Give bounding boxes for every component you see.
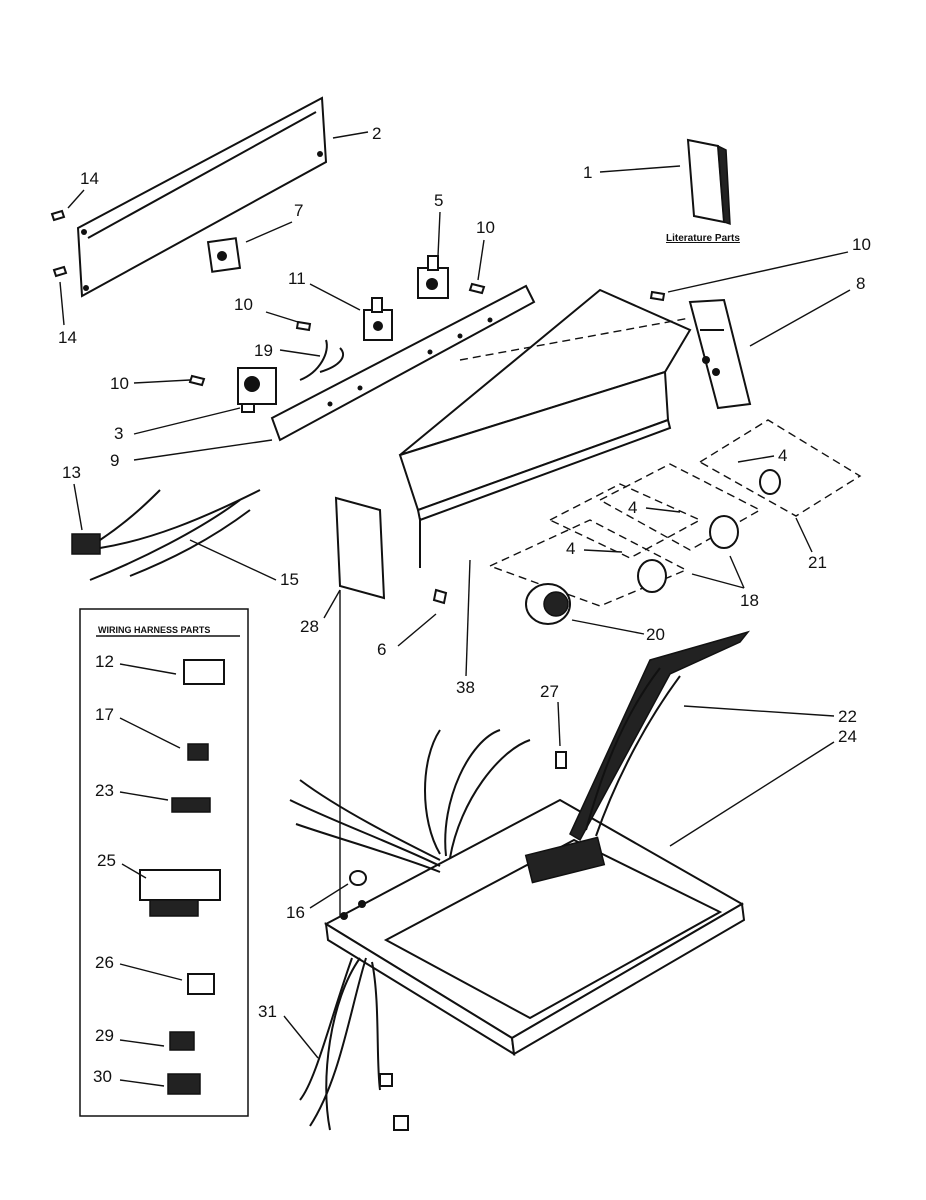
callout-14-bottom: 14 — [58, 328, 77, 347]
callout-30: 30 — [93, 1067, 112, 1086]
dashed-outlines — [488, 419, 862, 607]
screw-part-14 — [50, 209, 68, 278]
literature-part — [686, 138, 731, 226]
callout-26: 26 — [95, 953, 114, 972]
callout-1: 1 — [583, 163, 592, 182]
callout-25: 25 — [97, 851, 116, 870]
callout-3: 3 — [114, 424, 123, 443]
wiring-harness-box — [79, 608, 249, 1117]
top-panel-base — [323, 798, 746, 1056]
callout-24: 24 — [838, 727, 857, 746]
callout-8: 8 — [856, 274, 865, 293]
timer-part-3 — [237, 367, 277, 413]
literature-caption: Literature Parts — [666, 233, 740, 244]
harness-part-31 — [299, 957, 409, 1131]
callout-10-d: 10 — [110, 374, 129, 393]
grommet-part-16 — [349, 870, 367, 886]
rear-panel-part — [76, 96, 328, 298]
callout-4-c: 4 — [566, 539, 575, 558]
callout-2: 2 — [372, 124, 381, 143]
control-panel-plate — [270, 284, 536, 442]
callout-31: 31 — [258, 1002, 277, 1021]
end-cap-part-28 — [334, 496, 386, 600]
callout-22: 22 — [838, 707, 857, 726]
callout-4-a: 4 — [778, 446, 787, 465]
wiring-connector-parts — [139, 659, 225, 1095]
callout-38: 38 — [456, 678, 475, 697]
callout-11: 11 — [288, 269, 306, 288]
screw-part-27 — [555, 751, 567, 769]
harness-part-22 — [569, 630, 751, 842]
callout-27: 27 — [540, 682, 559, 701]
callout-4-b: 4 — [628, 498, 637, 517]
callout-6: 6 — [377, 640, 386, 659]
callout-10-b: 10 — [852, 235, 871, 254]
upper-wiring-bundle — [289, 729, 531, 873]
harness-part-19 — [299, 339, 345, 381]
callout-14-top: 14 — [80, 169, 99, 188]
switch-part-5 — [417, 255, 449, 299]
callout-17: 17 — [95, 705, 114, 724]
callout-29: 29 — [95, 1026, 114, 1045]
knob-parts — [525, 469, 781, 625]
callout-16: 16 — [286, 903, 305, 922]
callout-20: 20 — [646, 625, 665, 644]
callout-15: 15 — [280, 570, 299, 589]
callout-10-a: 10 — [476, 218, 495, 237]
switch-part-11 — [363, 297, 393, 341]
callout-9: 9 — [110, 451, 119, 470]
callout-23: 23 — [95, 781, 114, 800]
screw-part-10 — [188, 282, 666, 387]
screw-part-6 — [432, 588, 448, 605]
callout-19: 19 — [254, 341, 273, 360]
callout-10-c: 10 — [234, 295, 253, 314]
callout-7: 7 — [294, 201, 303, 220]
callout-21: 21 — [808, 553, 827, 572]
callout-13: 13 — [62, 463, 81, 482]
callout-12: 12 — [95, 652, 114, 671]
switch-part-7 — [206, 237, 242, 273]
callout-28: 28 — [300, 617, 319, 636]
callout-18: 18 — [740, 591, 759, 610]
bracket-part-8 — [688, 298, 752, 410]
harness-part-13-15 — [71, 489, 261, 581]
wiring-harness-caption: WIRING HARNESS PARTS — [98, 625, 210, 635]
callout-5: 5 — [434, 191, 443, 210]
